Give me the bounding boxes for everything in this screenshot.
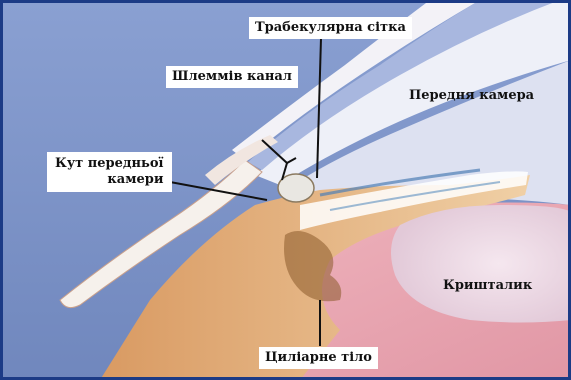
label-angle-line1: Кут передньої	[55, 156, 164, 172]
label-ciliary-body: Циліарне тіло	[259, 347, 378, 369]
label-anterior-chamber: Передня камера	[403, 85, 540, 107]
label-angle-line2: камери	[55, 172, 164, 188]
label-lens: Кришталик	[437, 275, 538, 297]
label-trabecular-meshwork: Трабекулярна сітка	[249, 17, 412, 39]
label-schlemm-canal: Шлеммів канал	[166, 66, 298, 88]
label-anterior-chamber-angle: Кут передньої камери	[47, 152, 172, 192]
